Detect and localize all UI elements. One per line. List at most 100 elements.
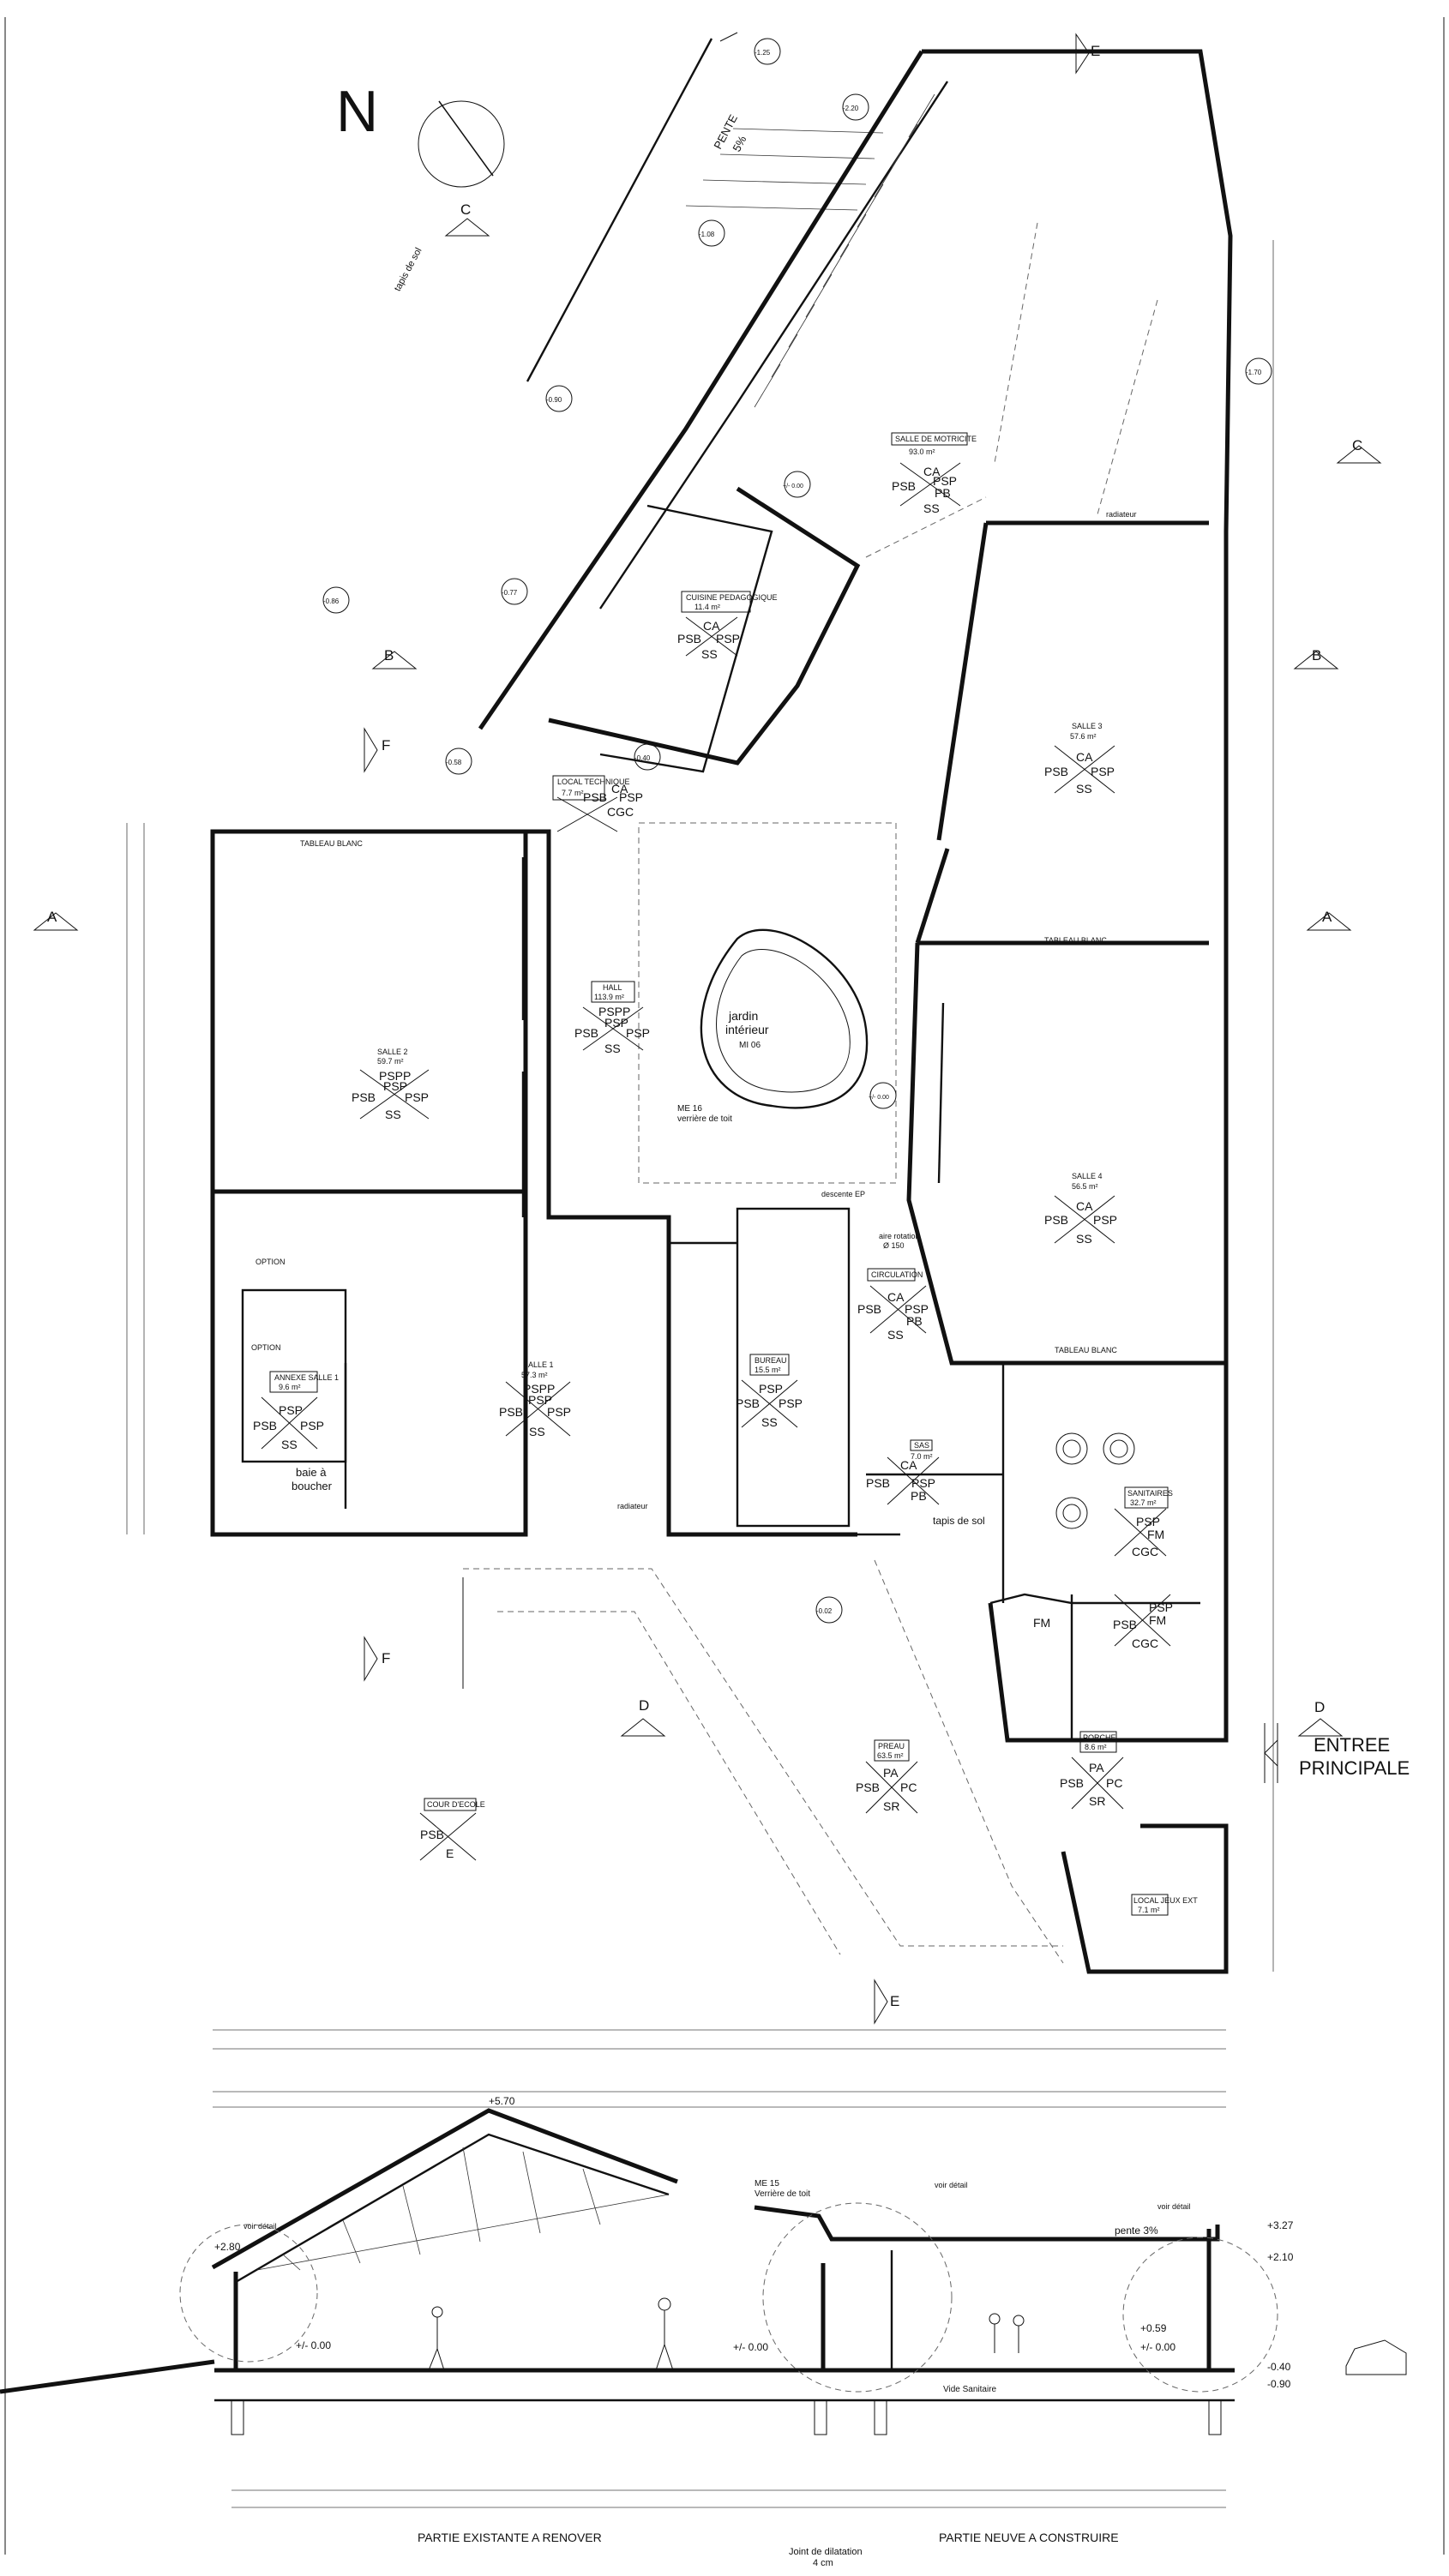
room-tag-wc: FM PSB PSP FM CGC — [1033, 1594, 1173, 1650]
section-markers: C C B B A A F F — [33, 33, 1382, 2025]
room-tag-salle-2: SALLE 2 59.7 m² PSPP PSP PSB PSP SS — [352, 1048, 430, 1121]
svg-text:PSP: PSP — [405, 1090, 429, 1104]
svg-text:SS: SS — [701, 647, 718, 661]
label-new-part: PARTIE NEUVE A CONSTRUIRE — [939, 2531, 1119, 2544]
svg-text:+/- 0.00: +/- 0.00 — [783, 483, 803, 489]
svg-text:PSP: PSP — [383, 1079, 407, 1093]
room-tag-salle-3: SALLE 3 57.6 m² CA PSB PSP SS — [1044, 722, 1115, 796]
building-section: ME 15 Verrière de toit pente 3% Vide San… — [0, 2095, 1407, 2435]
svg-text:-0.90: -0.90 — [1267, 2378, 1291, 2390]
svg-text:radiateur: radiateur — [617, 1502, 648, 1510]
svg-text:SALLE DE MOTRICITE: SALLE DE MOTRICITE — [895, 435, 977, 443]
svg-text:E: E — [1091, 43, 1100, 59]
svg-text:7.7 m²: 7.7 m² — [562, 789, 584, 797]
svg-text:Ø 150: Ø 150 — [883, 1241, 905, 1250]
svg-text:PSB: PSB — [857, 1302, 881, 1316]
svg-text:PSB: PSB — [352, 1090, 376, 1104]
svg-text:SAS: SAS — [914, 1441, 929, 1450]
svg-text:-0.77: -0.77 — [502, 589, 518, 597]
svg-text:F: F — [382, 1650, 390, 1666]
svg-text:E: E — [446, 1846, 454, 1860]
svg-text:descente EP: descente EP — [821, 1190, 865, 1198]
joint-label-2: 4 cm — [813, 2558, 833, 2568]
svg-text:+/- 0.00: +/- 0.00 — [733, 2341, 768, 2353]
svg-text:PSB: PSB — [253, 1419, 277, 1432]
room-tag-preau: PREAU 63.5 m² PA PSB PC SR — [856, 1739, 918, 1814]
north-wing-walls — [478, 49, 1233, 841]
svg-text:15.5 m²: 15.5 m² — [755, 1366, 781, 1374]
room-tag-sanitaires: SANITAIRES 32.7 m² PSP FM CGC — [1114, 1486, 1173, 1558]
svg-text:PSP: PSP — [528, 1393, 552, 1407]
section-mark-f-bottom: F — [364, 1636, 390, 1682]
svg-text:SR: SR — [1089, 1794, 1105, 1808]
svg-text:+2.10: +2.10 — [1267, 2251, 1294, 2263]
section-mark-a-right: A — [1306, 909, 1352, 931]
skylight-label-1: ME 16 — [677, 1104, 702, 1114]
svg-text:A: A — [47, 909, 57, 925]
svg-text:-1.08: -1.08 — [699, 231, 715, 238]
svg-text:PSB: PSB — [856, 1780, 880, 1794]
svg-text:PREAU: PREAU — [878, 1742, 905, 1750]
svg-text:-0.02: -0.02 — [816, 1607, 833, 1615]
svg-text:PSB: PSB — [1044, 765, 1068, 778]
svg-text:CA: CA — [1076, 1199, 1093, 1213]
room-tag-motricite: SALLE DE MOTRICITE 93.0 m² CA PSB PSP PB… — [891, 432, 977, 515]
room-tag-salle-1: SALLE 1 57.3 m² PSPP PSP PSB PSP SS — [499, 1360, 571, 1438]
svg-text:TABLEAU BLANC: TABLEAU BLANC — [1055, 1346, 1117, 1354]
svg-text:PSB: PSB — [892, 479, 916, 493]
svg-text:OPTION: OPTION — [256, 1258, 286, 1266]
svg-text:PSB: PSB — [677, 632, 701, 646]
svg-text:PSPP: PSPP — [379, 1069, 411, 1083]
svg-text:CIRCULATION: CIRCULATION — [871, 1270, 923, 1279]
svg-text:+0.59: +0.59 — [1140, 2322, 1167, 2334]
svg-text:SS: SS — [281, 1438, 298, 1451]
svg-text:C: C — [460, 201, 471, 218]
svg-text:voir détail: voir détail — [935, 2181, 968, 2189]
svg-text:PSB: PSB — [420, 1828, 444, 1841]
ramp-slope-value: 5% — [730, 133, 749, 153]
svg-text:F: F — [382, 737, 390, 754]
svg-text:ANNEXE SALLE 1: ANNEXE SALLE 1 — [274, 1373, 339, 1382]
room-tag-cuisine: CUISINE PEDAGOGIQUE 11.4 m² CA PSB PSP S… — [677, 591, 778, 661]
svg-text:HALL: HALL — [603, 983, 622, 992]
svg-text:PSB: PSB — [499, 1405, 523, 1419]
svg-text:CA: CA — [611, 782, 628, 796]
svg-text:PSB: PSB — [736, 1396, 760, 1410]
svg-text:SALLE 2: SALLE 2 — [377, 1048, 408, 1056]
svg-text:LOCAL TECHNIQUE: LOCAL TECHNIQUE — [557, 778, 630, 786]
section-mark-b-right: B — [1293, 647, 1339, 670]
svg-text:-0.86: -0.86 — [323, 597, 340, 605]
svg-text:pente 3%: pente 3% — [1115, 2225, 1158, 2237]
svg-text:SS: SS — [923, 501, 940, 515]
svg-text:PSP: PSP — [300, 1419, 324, 1432]
svg-text:PORCHE: PORCHE — [1083, 1733, 1116, 1742]
svg-text:7.1 m²: 7.1 m² — [1138, 1906, 1160, 1914]
svg-text:CA: CA — [900, 1458, 917, 1472]
svg-text:56.5 m²: 56.5 m² — [1072, 1182, 1098, 1191]
svg-text:CA: CA — [1076, 750, 1093, 764]
svg-text:PSP: PSP — [759, 1382, 783, 1396]
courtyard-outline — [462, 1559, 1064, 1964]
plan-annotations: baie à boucher TABLEAU BLANC TABLEAU BLA… — [251, 246, 1137, 1527]
svg-text:SS: SS — [1076, 1232, 1092, 1246]
svg-text:PSB: PSB — [1044, 1213, 1068, 1227]
north-pointer — [438, 100, 494, 177]
svg-text:SALLE 1: SALLE 1 — [523, 1360, 554, 1369]
car-silhouette — [1345, 2339, 1407, 2375]
svg-text:voir détail: voir détail — [244, 2222, 277, 2231]
sheet-frame — [4, 17, 1445, 2555]
room-tag-cour: COUR D'ECOLE PSB E — [419, 1798, 485, 1861]
svg-text:Vide Sanitaire: Vide Sanitaire — [943, 2385, 997, 2394]
svg-text:PSB: PSB — [866, 1476, 890, 1490]
svg-text:COUR D'ECOLE: COUR D'ECOLE — [427, 1800, 485, 1809]
east-wing-walls — [857, 531, 1229, 1974]
svg-text:-0.58: -0.58 — [446, 759, 462, 766]
svg-text:+5.70: +5.70 — [489, 2095, 515, 2107]
svg-text:Verrière de toit: Verrière de toit — [755, 2189, 810, 2199]
svg-text:-1.70: -1.70 — [1246, 369, 1262, 376]
garden-code: MI 06 — [739, 1041, 761, 1050]
svg-text:PB: PB — [911, 1489, 927, 1503]
svg-text:D: D — [1314, 1699, 1325, 1715]
svg-text:PSB: PSB — [1060, 1776, 1084, 1790]
room-tag-bureau: BUREAU 15.5 m² PSP PSB PSP SS — [736, 1354, 803, 1429]
